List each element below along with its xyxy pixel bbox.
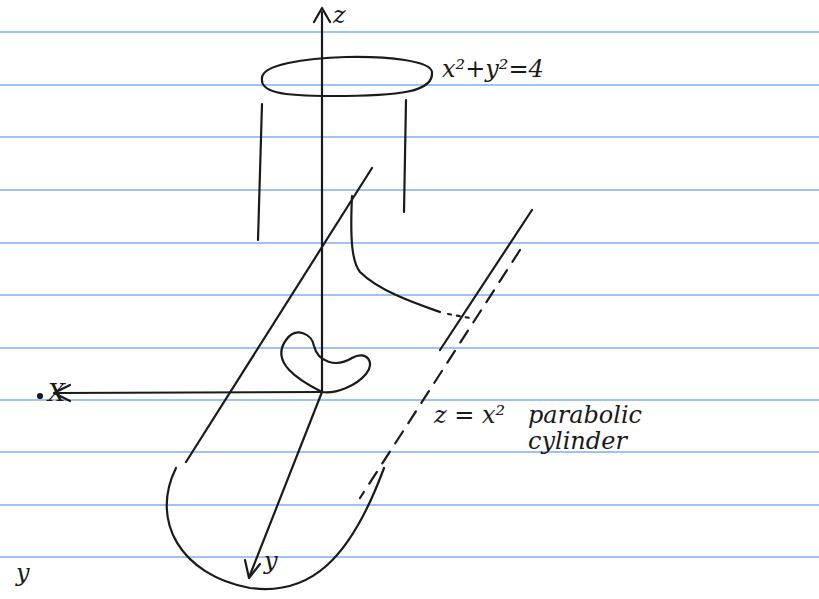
z-axis [321, 12, 323, 392]
parabolic-edge [186, 168, 372, 462]
axis-label: z [333, 2, 346, 28]
parabolic-section [167, 468, 384, 589]
dot [38, 394, 42, 398]
cylinder-side [404, 100, 406, 212]
y-axis [250, 392, 322, 575]
cylinder-top [262, 57, 432, 96]
axis-label: y [264, 548, 278, 574]
hidden-edge [448, 314, 470, 318]
cylinder-inner [351, 196, 440, 312]
parabolic-hidden-edge [360, 250, 520, 498]
axis-label: X [48, 380, 65, 406]
y-arrowhead [245, 560, 260, 578]
stray-letter: y [16, 560, 30, 586]
cylinder-side [258, 104, 262, 240]
equation-label: z = x² [434, 402, 505, 428]
intersection-curve [281, 333, 370, 393]
ruled-lines [0, 32, 819, 557]
x-axis [58, 392, 322, 393]
equation-label: x²+y²=4 [442, 56, 544, 82]
parabolic-edge [440, 210, 532, 350]
surface-label: parabolic cylinder [528, 402, 658, 455]
z-arrowhead [314, 8, 330, 22]
